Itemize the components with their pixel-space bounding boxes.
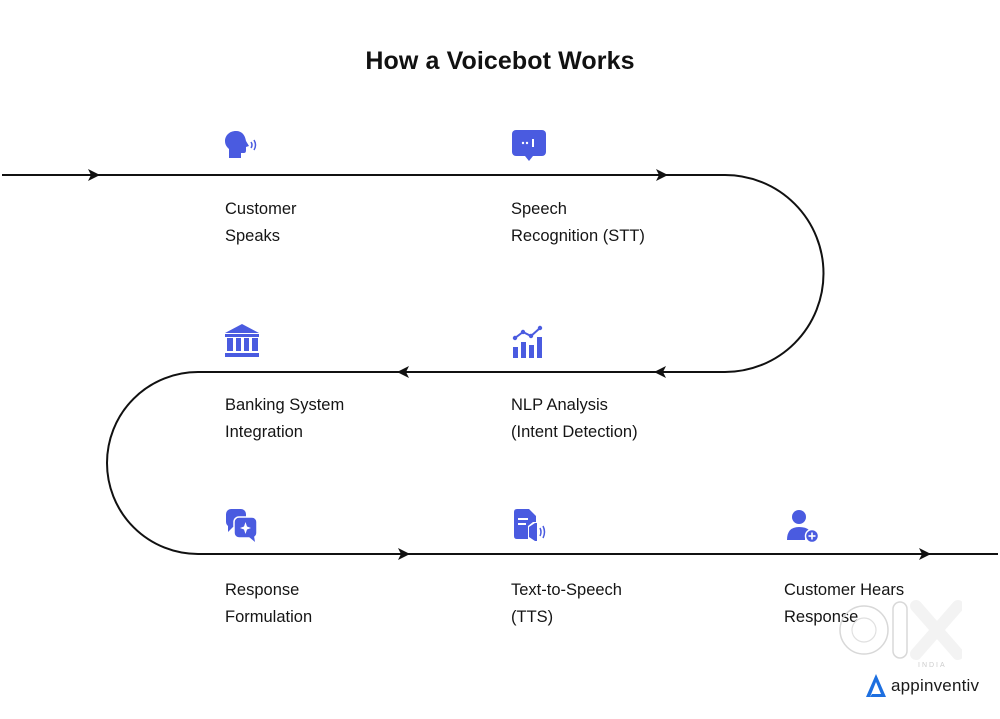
diagram-title: How a Voicebot Works xyxy=(365,47,635,75)
step-label: NLP Analysis (Intent Detection) xyxy=(511,396,638,441)
step-label: Response Formulation xyxy=(225,581,313,626)
arrow-right-3 xyxy=(398,548,410,560)
step-label: Text-to-Speech (TTS) xyxy=(511,581,622,626)
brand-name: appinventiv xyxy=(891,676,980,695)
arrow-left-1 xyxy=(654,366,666,378)
appinventiv-logo: appinventiv xyxy=(864,673,979,699)
arrow-right-1 xyxy=(88,169,100,181)
step-label: Speech Recognition (STT) xyxy=(511,200,645,245)
arrow-right-2 xyxy=(656,169,668,181)
speaking-head-icon xyxy=(225,131,257,158)
flow-line xyxy=(2,174,998,555)
step-label: Customer Speaks xyxy=(225,200,297,245)
speech-bubble-icon xyxy=(512,130,546,161)
chat-bubbles-icon xyxy=(226,509,258,542)
step-label: Customer Hears Response xyxy=(784,581,905,626)
olx-watermark: INDIA xyxy=(839,600,962,669)
arrow-right-4 xyxy=(919,548,931,560)
step-label: Banking System Integration xyxy=(225,396,345,441)
appinventiv-logo-icon xyxy=(866,674,886,697)
analytics-chart-icon xyxy=(512,325,543,358)
user-add-icon xyxy=(787,510,820,544)
watermark-subtext: INDIA xyxy=(918,662,947,669)
arrow-left-2 xyxy=(397,366,409,378)
bank-icon xyxy=(225,324,259,357)
document-speaker-icon xyxy=(514,509,546,541)
